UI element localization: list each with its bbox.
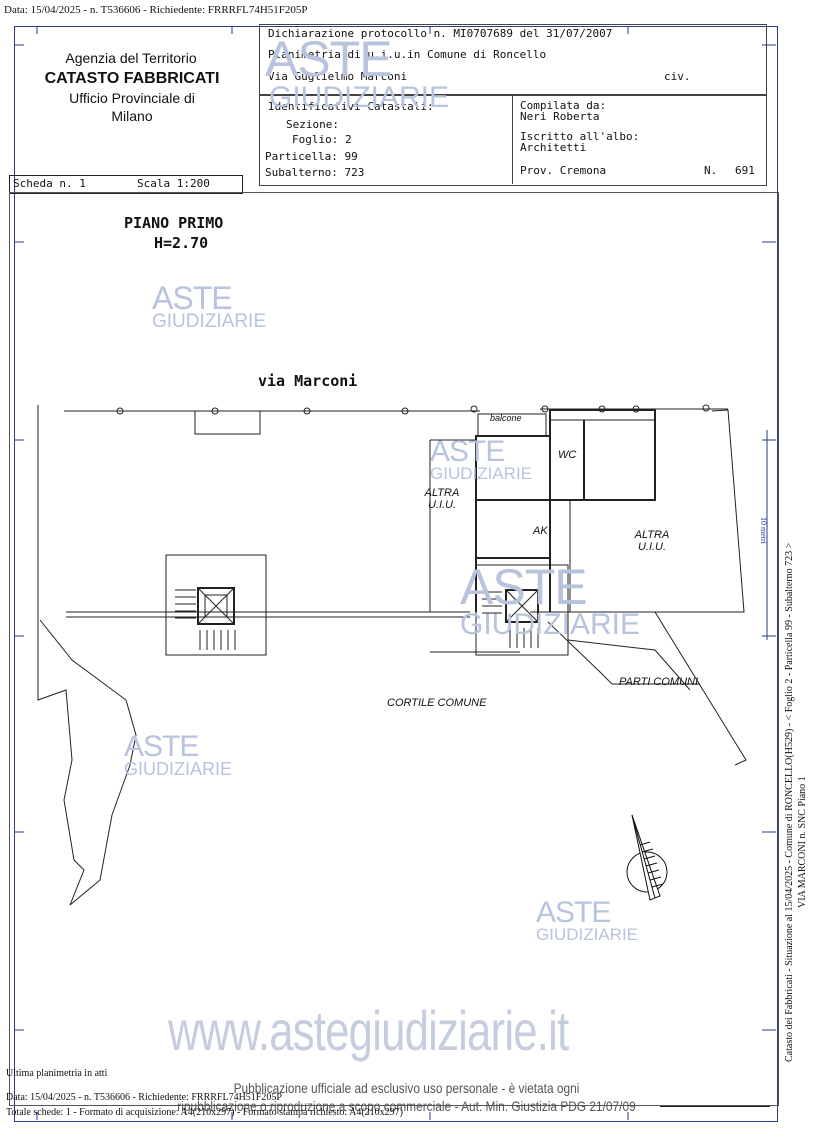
street-label: via Marconi [258, 372, 358, 390]
sezione-field: Sezione: [286, 118, 339, 131]
altra-uiu-right: ALTRA U.I.U. [634, 529, 670, 553]
registration-marks [14, 26, 776, 1120]
scheda-label: Scheda n. 1 [13, 177, 86, 190]
declaration-line: Dichiarazione protocollo n. MI0707689 de… [268, 27, 613, 40]
parti-comuni-label: PARTI COMUNI [619, 676, 699, 688]
north-arrow-icon [626, 814, 668, 901]
foglio-field: Foglio: 2 [292, 133, 352, 146]
cortile-label: CORTILE COMUNE [387, 697, 487, 709]
civ-label: civ. [664, 70, 691, 83]
agency-name: Agenzia del Territorio [65, 50, 197, 66]
ak-label: AK [533, 525, 548, 537]
office-city: Milano [111, 108, 153, 124]
watermark-5: ASTE GIUDIZIARIE [536, 896, 639, 944]
particella-field: Particella: 99 [265, 150, 358, 163]
office-label: Ufficio Provinciale di [69, 90, 195, 106]
watermark-2: ASTE GIUDIZIARIE [430, 435, 533, 483]
scale-mark: 10 metri [759, 517, 768, 544]
side-text-2: VIA MARCONI n. SNC Piano 1 [797, 776, 808, 908]
sheet-frame [14, 26, 778, 1122]
balcone-label: balcone [490, 413, 522, 423]
numero-label: N. [704, 164, 718, 177]
plan-frame [9, 192, 779, 1106]
footer-ultima: Ultima planimetria in atti [6, 1068, 108, 1079]
scala-label: Scala 1:200 [137, 177, 210, 190]
wc-label: WC [558, 449, 577, 461]
province-field: Prov. Cremona [520, 164, 607, 177]
floor-height: H=2.70 [154, 234, 209, 252]
publication-notice-1: Pubblicazione ufficiale ad esclusivo uso… [233, 1080, 580, 1096]
address-line: Via Guglielmo Marconi [268, 70, 408, 83]
watermark-header: ASTE GIUDIZIARIE [265, 31, 450, 114]
compilata-label: Compilata da: [520, 99, 607, 112]
planimetria-line: Planimetria di u.i.u.in Comune di Roncel… [268, 48, 547, 61]
watermark-3: ASTE GIUDIZIARIE [460, 559, 641, 641]
altra-uiu-left: ALTRA U.I.U. [424, 487, 460, 511]
numero-value: 691 [735, 164, 755, 177]
watermark-1: ASTE GIUDIZIARIE [152, 280, 267, 332]
catasto-title: CATASTO FABBRICATI [44, 70, 220, 87]
scheda-box [9, 175, 243, 194]
identificativi-divider [512, 94, 513, 184]
footer-totale: Totale schede: 1 - Formato di acquisizio… [6, 1107, 403, 1118]
subalterno-field: Subalterno: 723 [265, 166, 365, 179]
side-text-1: Catasto dei Fabbricati - Situazione al 1… [784, 542, 795, 1062]
iscritto-label: Iscritto all'albo: [520, 130, 640, 143]
compilata-name: Neri Roberta [520, 110, 600, 123]
agency-block: Agenzia del Territorio CATASTO FABBRICAT… [18, 50, 246, 124]
watermark-4: ASTE GIUDIZIARIE [124, 730, 233, 779]
footer-data: Data: 15/04/2025 - n. T536606 - Richiede… [6, 1092, 282, 1103]
identificativi-title: Identificativi Catastali: [268, 100, 434, 113]
top-stamp: Data: 15/04/2025 - n. T536606 - Richiede… [4, 4, 308, 16]
iscritto-value: Architetti [520, 141, 587, 154]
declaration-box [259, 24, 767, 96]
publication-notice-2: ripubblicazione o riproduzione a scopo c… [177, 1098, 636, 1114]
identificativi-box [259, 94, 767, 186]
footer-rule [660, 1106, 770, 1107]
watermark-site: www.astegiudiziarie.it [168, 999, 569, 1062]
floor-title: PIANO PRIMO [124, 214, 224, 232]
